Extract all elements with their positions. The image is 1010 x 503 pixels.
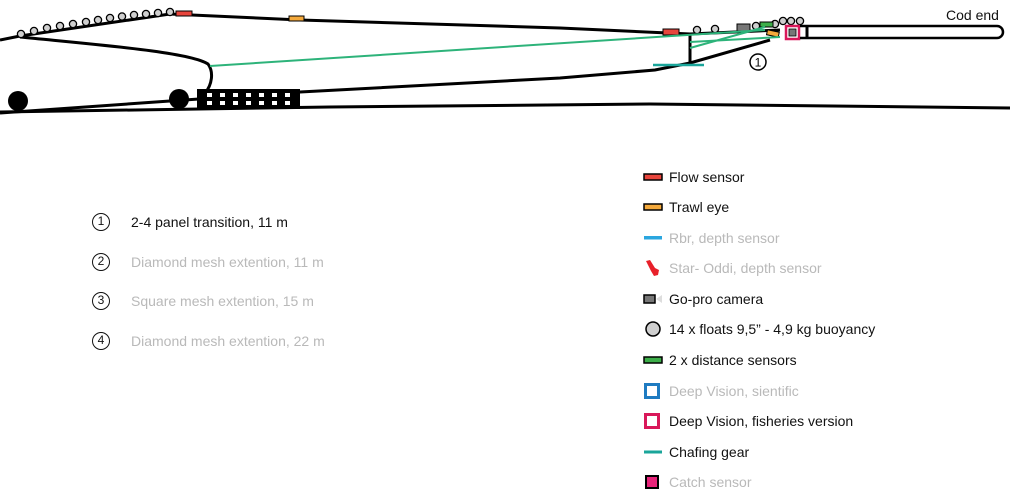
section-number: 2 <box>92 252 110 271</box>
distance-sensor <box>759 21 774 28</box>
section-number: 1 <box>92 213 110 231</box>
sections-list: 1 2-4 panel transition, 11 m 2 Diamond m… <box>92 212 325 370</box>
legend-item: Catch sensor <box>643 472 875 493</box>
legend-label: 14 x floats 9,5” - 4,9 kg buoyancy <box>669 321 876 338</box>
wing-curve <box>19 35 214 94</box>
legend-item: Trawl eye <box>643 197 875 218</box>
rbr-depth-sensor-icon <box>644 235 662 240</box>
legend: Flow sensor Trawl eye Rbr, depth sensor … <box>643 166 875 503</box>
legend-item: Deep Vision, sientific <box>643 380 875 401</box>
section-label: 2-4 panel transition, 11 m <box>131 214 288 230</box>
deep-vision-scientific-icon <box>644 382 660 399</box>
legend-label: Go-pro camera <box>669 290 764 307</box>
legend-item: 2 x distance sensors <box>643 350 875 371</box>
codend <box>800 24 1005 40</box>
section-marker-1: 1 <box>755 56 762 70</box>
deep-vision-fisheries-icon <box>644 413 660 430</box>
legend-label: Rbr, depth sensor <box>669 229 780 246</box>
distance-line <box>209 29 766 67</box>
lower-panel <box>0 38 771 115</box>
distance-sensor-icon <box>643 356 663 364</box>
legend-label: Deep Vision, sientific <box>669 382 799 399</box>
trawl-eye <box>288 15 305 22</box>
gopro-camera-icon <box>643 294 662 304</box>
distance-line <box>689 26 766 49</box>
flow-sensor <box>662 28 680 36</box>
legend-label: Deep Vision, fisheries version <box>669 413 854 430</box>
legend-label: Trawl eye <box>669 199 730 216</box>
section-label: Diamond mesh extention, 22 m <box>131 332 325 349</box>
legend-item: Star- Oddi, depth sensor <box>643 258 875 279</box>
legend-label: 2 x distance sensors <box>669 352 797 369</box>
distance-line <box>689 36 781 43</box>
section-number: 4 <box>92 331 110 350</box>
legend-item: 14 x floats 9,5” - 4,9 kg buoyancy <box>643 319 875 340</box>
footrope-chain <box>197 89 300 109</box>
section-label: Diamond mesh extention, 11 m <box>131 253 324 270</box>
flow-sensor-icon <box>643 172 663 181</box>
trawl-eye-icon <box>643 203 663 211</box>
trawl-diagram: 1 <box>0 7 1010 115</box>
section-item: 2 Diamond mesh extention, 11 m <box>92 252 325 272</box>
flow-sensor <box>175 10 193 17</box>
section-item: 1 2-4 panel transition, 11 m <box>92 212 325 232</box>
section-item: 3 Square mesh extention, 15 m <box>92 291 325 311</box>
bobbin <box>169 89 189 109</box>
legend-item: Chafing gear <box>643 441 875 462</box>
legend-item: Flow sensor <box>643 166 875 187</box>
bobbin <box>8 91 28 111</box>
gopro-camera <box>736 23 751 32</box>
section-item: 4 Diamond mesh extention, 22 m <box>92 331 325 351</box>
ground-line <box>0 102 1010 114</box>
section-label: Square mesh extention, 15 m <box>131 293 314 309</box>
catch-sensor-icon <box>645 475 659 490</box>
legend-item: Deep Vision, fisheries version <box>643 411 875 432</box>
legend-label: Flow sensor <box>669 168 745 185</box>
codend-label: Cod end <box>946 7 999 23</box>
legend-item: Go-pro camera <box>643 288 875 309</box>
float-icon <box>645 321 661 338</box>
star-oddi-icon <box>646 260 659 277</box>
trawl-eye <box>765 29 780 38</box>
legend-item: Rbr, depth sensor <box>643 227 875 248</box>
legend-label: Star- Oddi, depth sensor <box>669 260 822 277</box>
legend-label: Catch sensor <box>669 474 752 491</box>
section-number: 3 <box>92 292 110 310</box>
legend-label: Chafing gear <box>669 443 750 460</box>
chafing-gear-icon <box>644 450 662 454</box>
